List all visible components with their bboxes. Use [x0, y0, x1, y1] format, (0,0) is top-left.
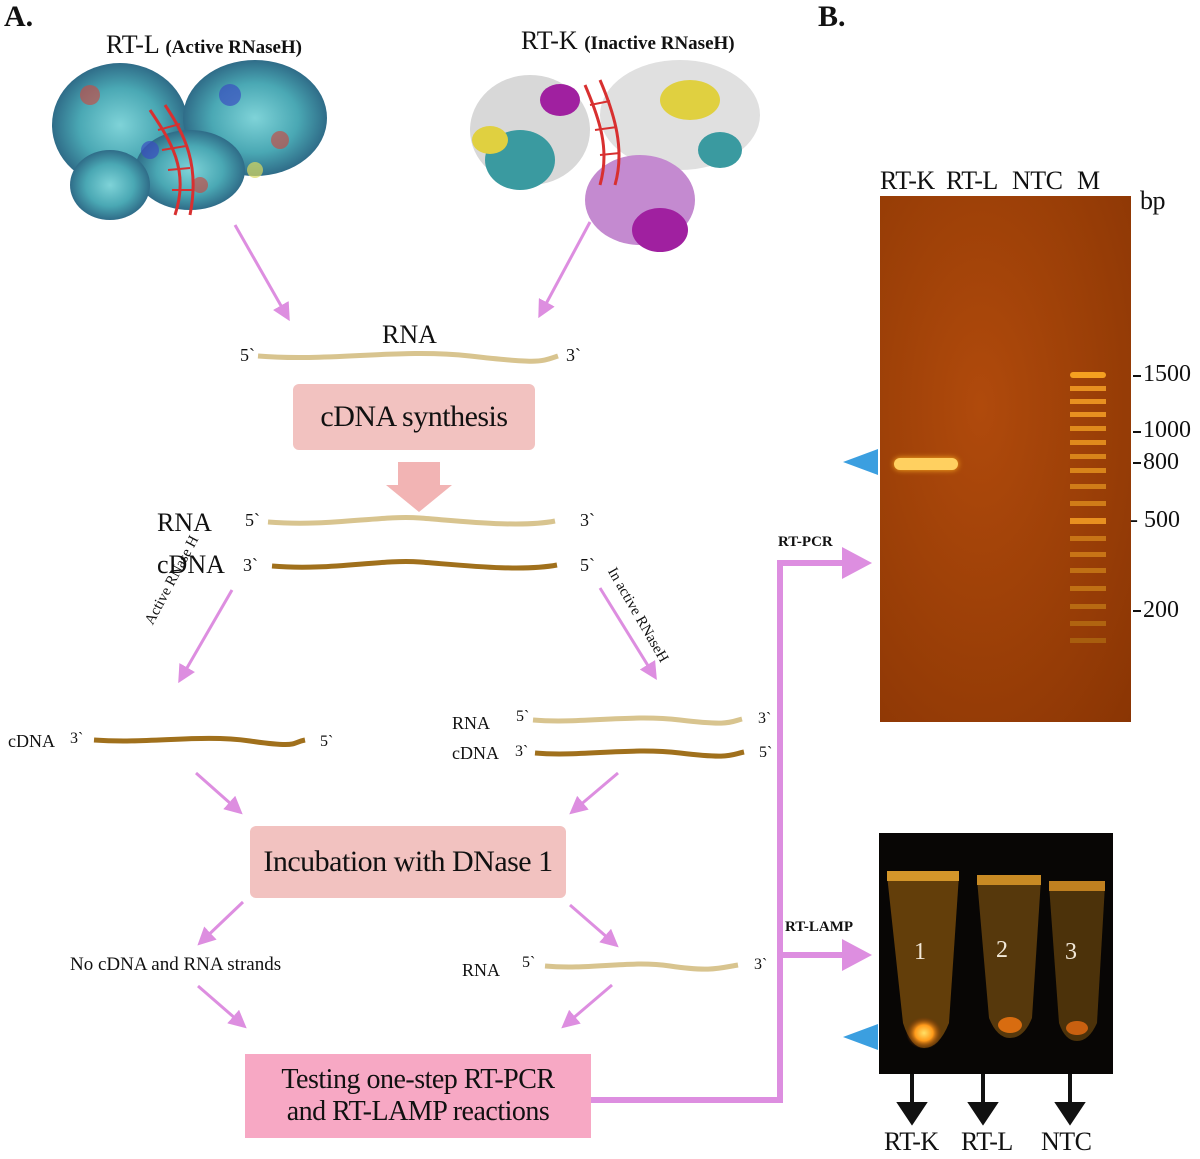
left-cdna-5-end: 5`: [320, 733, 333, 751]
rna-strand-final: [545, 964, 738, 969]
left-cdna-3-end: 3`: [70, 730, 83, 748]
final-rna-label: RNA: [462, 960, 500, 981]
rt-l-protein-structure: [52, 60, 327, 220]
final-rna-3-end: 3`: [754, 956, 767, 974]
gel-lane-label-rt-k: RT-K: [880, 166, 935, 196]
testing-line-1: Testing one-step RT-PCR: [281, 1064, 554, 1096]
arrow-dnase-left: [200, 902, 243, 943]
band-pointer-800bp: [843, 449, 878, 475]
gel-lane-label-ntc: NTC: [1012, 166, 1063, 196]
rt-lamp-label: RT-LAMP: [785, 919, 853, 936]
ladder-band: [1070, 484, 1106, 489]
dnase-incubation-step: Incubation with DNase 1: [250, 826, 566, 898]
panel-b-label: B.: [818, 0, 846, 34]
hybrid-rna-label: RNA: [157, 508, 212, 538]
ladder-band: [1070, 552, 1106, 557]
arrow-right-to-dnase: [572, 773, 618, 812]
tube-number-2: 2: [996, 937, 1008, 964]
marker-label-800: 800: [1143, 449, 1179, 476]
no-strands-label: No cDNA and RNA strands: [70, 954, 281, 976]
ladder-band: [1070, 536, 1106, 541]
cdna-strand-hybrid: [272, 562, 557, 568]
ladder-band: [1070, 468, 1106, 473]
ladder-band: [1070, 586, 1106, 591]
connector-rt-pcr: [590, 563, 842, 1100]
arrow-dnase-right: [570, 905, 616, 945]
rt-k-protein-structure: [470, 60, 760, 252]
ladder-band: [1070, 440, 1106, 445]
tube-label-rt-k: RT-K: [884, 1127, 939, 1157]
hybrid-rna-3-end: 3`: [580, 510, 595, 531]
gel-lane-label-marker: M: [1077, 166, 1100, 196]
tube-label-ntc: NTC: [1041, 1127, 1092, 1157]
tube-label-rt-l: RT-L: [961, 1127, 1013, 1157]
panel-a-label: A.: [4, 0, 33, 34]
right-rna-3-end: 3`: [758, 710, 771, 728]
arrowhead-rt-pcr: [842, 547, 872, 579]
arrowhead-rt-lamp: [842, 939, 872, 971]
rt-l-title: RT-L (Active RNaseH): [106, 30, 302, 60]
testing-reactions-step: Testing one-step RT-PCR and RT-LAMP reac…: [245, 1054, 591, 1138]
marker-label-200: 200: [1143, 597, 1179, 624]
gel-unit-label: bp: [1140, 186, 1165, 216]
rt-k-note: (Inactive RNaseH): [584, 33, 734, 54]
cdna-strand-left: [94, 738, 305, 744]
hybrid-rna-5-end: 5`: [245, 510, 260, 531]
arrow-right-to-testing: [564, 985, 612, 1026]
rna-strand-top: [258, 353, 558, 361]
ladder-band: [1070, 568, 1106, 573]
rt-k-title: RT-K (Inactive RNaseH): [521, 26, 735, 56]
right-rna-5-end: 5`: [516, 708, 529, 726]
rt-l-name: RT-L: [106, 30, 159, 59]
agarose-gel-image: [880, 196, 1131, 722]
lamp-tubes-image: 1 2 3: [879, 833, 1113, 1074]
rna-strand-right: [533, 718, 742, 723]
ladder-band: [1070, 638, 1106, 643]
final-rna-5-end: 5`: [522, 954, 535, 972]
marker-ticks: [1133, 376, 1141, 611]
rt-l-note: (Active RNaseH): [165, 37, 302, 58]
ladder-band: [1070, 426, 1106, 431]
synthesis-arrow: [386, 462, 452, 512]
testing-line-2: and RT-LAMP reactions: [287, 1096, 550, 1128]
left-cdna-label: cDNA: [8, 731, 55, 752]
tube-arrows: [900, 1074, 1082, 1122]
rna-strand-hybrid: [268, 518, 555, 524]
marker-label-500: - 500: [1130, 507, 1180, 534]
ladder-band: [1070, 386, 1106, 391]
arrow-left-protein: [235, 225, 288, 318]
arrow-left-to-dnase: [196, 773, 240, 812]
right-rna-label: RNA: [452, 713, 490, 734]
top-rna-5-end: 5`: [240, 345, 255, 366]
ladder-band-1500: [1070, 372, 1106, 378]
fluorescence-pointer: [843, 1024, 878, 1050]
hybrid-cdna-3-end: 3`: [243, 555, 258, 576]
top-rna-label: RNA: [382, 320, 437, 350]
ladder-band-500: [1070, 518, 1106, 524]
gel-lane-label-rt-l: RT-L: [946, 166, 998, 196]
rt-k-name: RT-K: [521, 26, 578, 55]
right-cdna-label: cDNA: [452, 743, 499, 764]
arrow-right-protein: [540, 222, 590, 315]
hybrid-cdna-5-end: 5`: [580, 555, 595, 576]
rt-k-band: [894, 458, 958, 470]
arrow-left-to-testing: [198, 986, 244, 1026]
rt-pcr-label: RT-PCR: [778, 534, 833, 551]
marker-label-1500: 1500: [1143, 361, 1191, 388]
tube-number-3: 3: [1065, 939, 1077, 966]
ladder-band-200: [1070, 604, 1106, 609]
ladder-band: [1070, 399, 1106, 404]
ladder-band: [1070, 454, 1106, 459]
ladder-band: [1070, 621, 1106, 626]
arrow-active-rnaseh: [180, 590, 232, 680]
right-cdna-5-end: 5`: [759, 744, 772, 762]
ladder-band: [1070, 412, 1106, 417]
right-cdna-3-end: 3`: [515, 743, 528, 761]
ladder-band: [1070, 501, 1106, 506]
marker-label-1000: 1000: [1143, 417, 1191, 444]
cdna-strand-right: [535, 751, 744, 756]
top-rna-3-end: 3`: [566, 345, 581, 366]
tube-number-1: 1: [914, 939, 926, 966]
cdna-synthesis-step: cDNA synthesis: [293, 384, 535, 450]
